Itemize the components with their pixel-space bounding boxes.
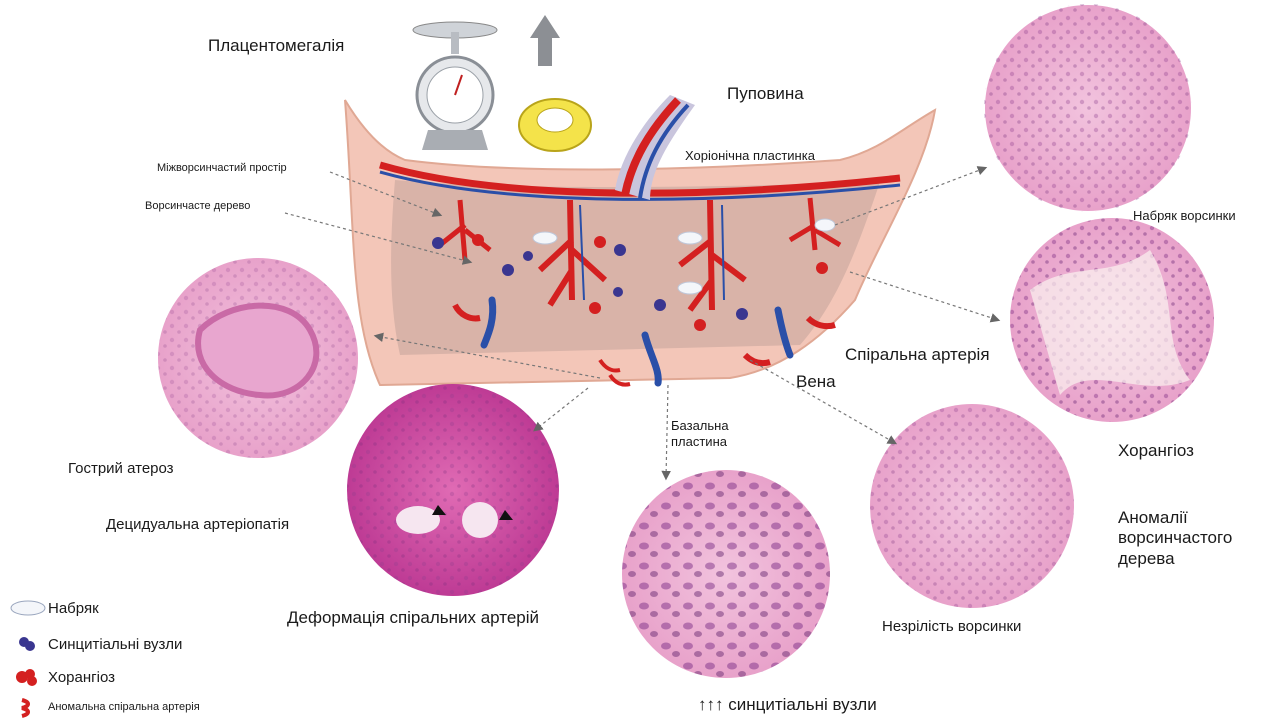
label-spiral-artery: Спіральна артерія: [845, 345, 990, 365]
placenta-inner: [391, 180, 880, 355]
abnormal-spiral-artery-icon: [8, 696, 48, 718]
label-villous-tree-anomalies: Аномалії ворсинчастого дерева: [1118, 508, 1258, 569]
legend-label: Синцитіальні вузли: [48, 636, 182, 653]
legend-item-syncytial-knots: Синцитіальні вузли: [8, 633, 182, 655]
histology-chorangiosis: [1010, 218, 1214, 422]
measuring-tape-icon: [519, 99, 591, 151]
legend-label: Аномальна спіральна артерія: [48, 701, 200, 713]
label-decidual-arteriopathy: Децидуальна артеріопатія: [106, 516, 289, 534]
label-chorionic-plate: Хоріонічна пластинка: [685, 148, 815, 164]
label-umbilical-cord: Пуповина: [727, 84, 804, 104]
chorangiosis-icon: [8, 666, 48, 688]
legend-item-abnormal-spiral-artery: Аномальна спіральна артерія: [8, 696, 200, 718]
histology-acute-atherosis: [158, 258, 358, 458]
scale-icon: [413, 22, 497, 150]
label-chorangiosis: Хорангіоз: [1118, 441, 1194, 461]
label-basal-plate: Базальна пластина: [671, 418, 759, 449]
histology-syncytial-knots: [622, 470, 830, 678]
histology-villous-edema: [984, 4, 1192, 212]
syncytial-knot-icon: [8, 633, 48, 655]
label-villous-edema: Набряк ворсинки: [1133, 208, 1236, 224]
label-spiral-artery-deformation: Деформація спіральних артерій: [287, 608, 539, 628]
legend-item-chorangiosis: Хорангіоз: [8, 666, 115, 688]
legend-label: Набряк: [48, 600, 99, 617]
edema-icon: [8, 597, 48, 619]
label-villous-immaturity: Незрілість ворсинки: [882, 618, 1021, 636]
legend-item-edema: Набряк: [8, 597, 99, 619]
label-acute-atherosis: Гострий атероз: [68, 460, 174, 478]
histology-villous-immaturity: [870, 404, 1074, 608]
label-vein: Вена: [796, 372, 836, 392]
label-villous-tree: Ворсинчасте дерево: [145, 200, 250, 213]
histology-decidual-arteriopathy: [347, 384, 559, 596]
label-syncytial-knots-increase: ↑↑↑ синцитіальні вузли: [698, 695, 877, 715]
legend-label: Хорангіоз: [48, 669, 115, 686]
up-arrow-icon: [530, 15, 560, 66]
label-intervillous-space: Міжворсинчастий простір: [157, 162, 287, 175]
label-placentomegaly: Плацентомегалія: [208, 36, 344, 56]
